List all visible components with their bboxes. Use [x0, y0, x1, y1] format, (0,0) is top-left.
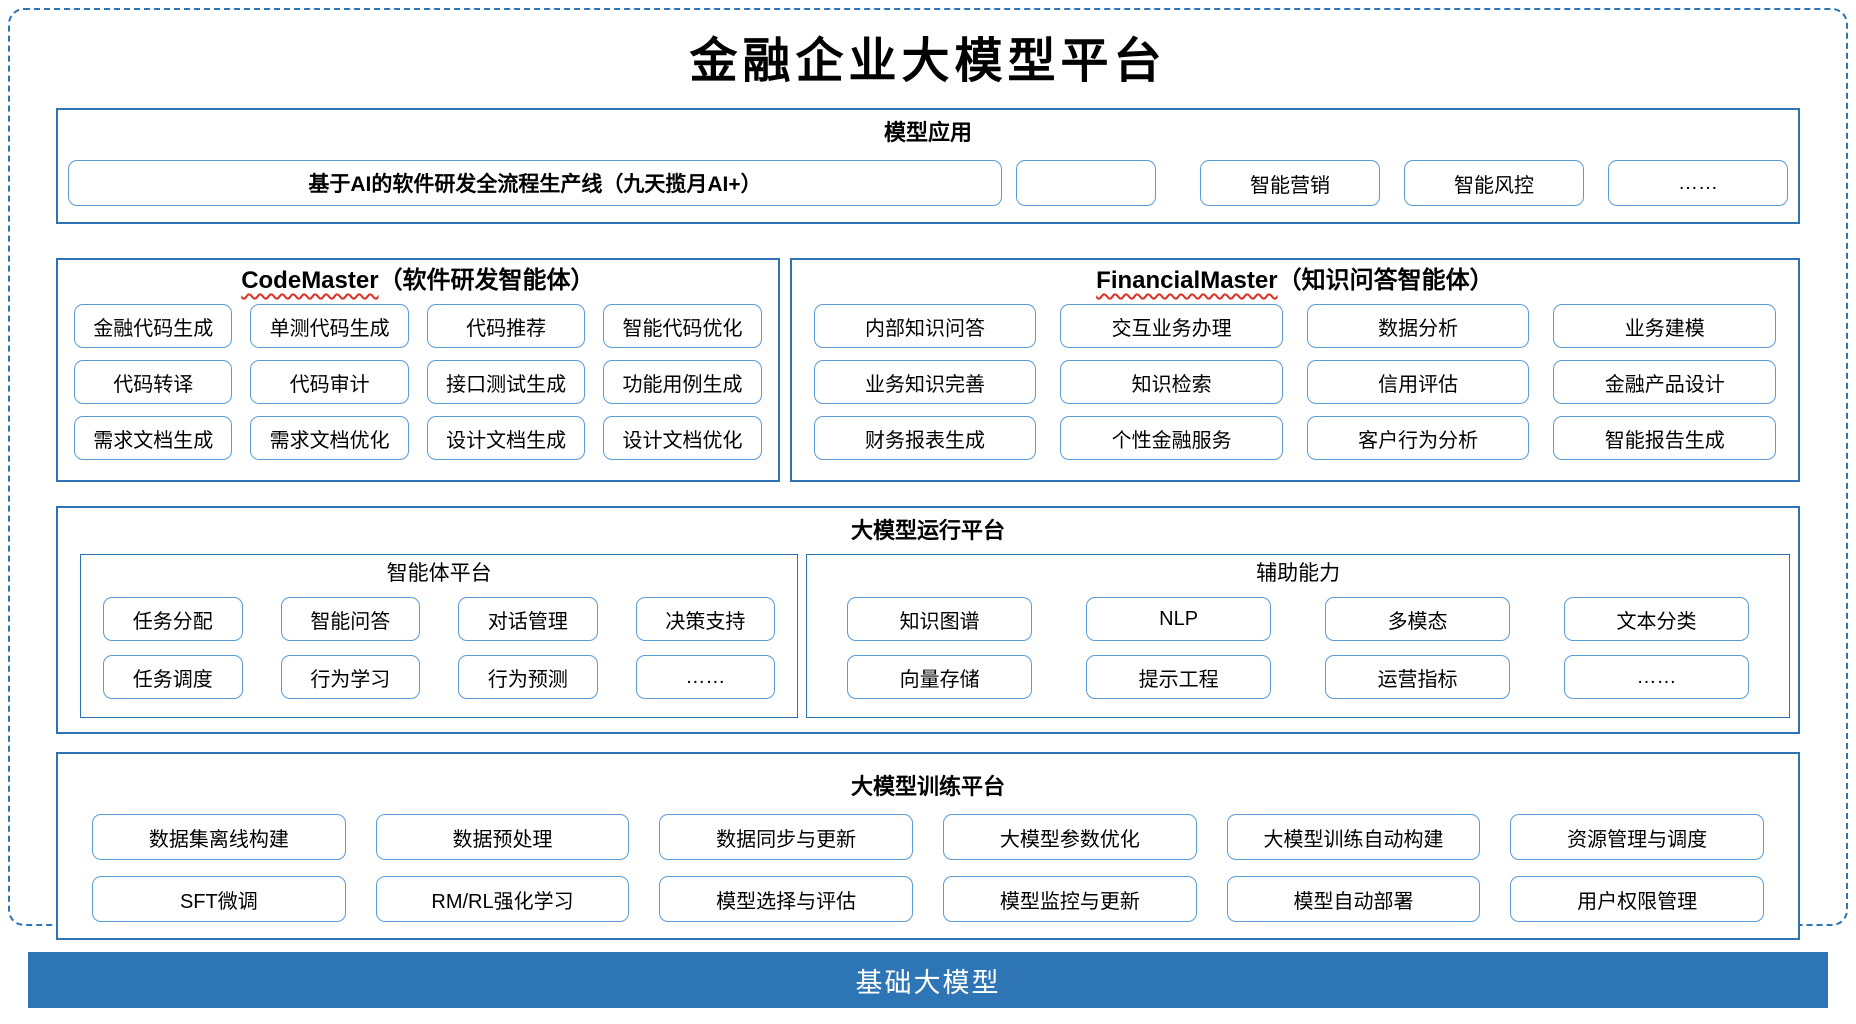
financialmaster-title-en: FinancialMaster	[1096, 267, 1278, 294]
runtime-item-box: 行为学习	[280, 655, 421, 699]
codemaster-item-box: 需求文档优化	[250, 416, 409, 460]
runtime-item-box: 文本分类	[1564, 597, 1749, 641]
financialmaster-item-box: 个性金融服务	[1060, 416, 1283, 460]
codemaster-item-box: 单测代码生成	[250, 304, 409, 348]
agent-platform-title: 智能体平台	[386, 562, 492, 585]
codemaster-title-en: CodeMaster	[241, 267, 379, 294]
training-item-box: 大模型参数优化	[943, 814, 1197, 860]
runtime-item-box: 任务分配	[103, 597, 243, 641]
training-item-box: 数据预处理	[375, 814, 630, 860]
section-runtime-platform: 大模型运行平台 智能体平台 任务分配智能问答对话管理决策支持任务调度行为学习行为…	[56, 506, 1800, 734]
financialmaster-item-box: 金融产品设计	[1553, 360, 1776, 404]
training-item-box: SFT微调	[92, 876, 346, 922]
runtime-item-box: 向量存储	[847, 655, 1033, 699]
training-item-box: 模型自动部署	[1226, 876, 1481, 922]
training-item-box: RM/RL强化学习	[375, 876, 630, 922]
financialmaster-item-box: 数据分析	[1306, 304, 1530, 348]
app-item-box: 智能风控	[1404, 160, 1584, 206]
runtime-item-box: 运营指标	[1325, 655, 1511, 699]
codemaster-item-box: 智能代码优化	[603, 304, 762, 348]
financialmaster-item-box: 业务建模	[1553, 304, 1776, 348]
training-item-box: 资源管理与调度	[1510, 814, 1764, 860]
runtime-item-box: 决策支持	[635, 597, 776, 641]
financialmaster-title: FinancialMaster（知识问答智能体）	[792, 264, 1798, 298]
agents-row: CodeMaster（软件研发智能体） 金融代码生成单测代码生成代码推荐智能代码…	[56, 258, 1800, 482]
app-item-box: ……	[1608, 160, 1788, 206]
runtime-item-box: ……	[1564, 655, 1749, 699]
training-item-box: 大模型训练自动构建	[1226, 814, 1481, 860]
training-item-box: 模型监控与更新	[943, 876, 1197, 922]
financialmaster-title-zh: （知识问答智能体）	[1277, 267, 1494, 294]
training-item-box: 模型选择与评估	[659, 876, 913, 922]
financialmaster-items: 内部知识问答交互业务办理数据分析业务建模业务知识完善知识检索信用评估金融产品设计…	[792, 304, 1798, 460]
financialmaster-item-box: 业务知识完善	[813, 360, 1037, 404]
financialmaster-item-box: 智能报告生成	[1553, 416, 1776, 460]
financialmaster-item-box: 财务报表生成	[813, 416, 1037, 460]
runtime-item-box: 行为预测	[458, 655, 598, 699]
runtime-item-box: 任务调度	[103, 655, 243, 699]
app-pipeline-box: 基于AI的软件研发全流程生产线（九天揽月AI+）	[68, 160, 1002, 206]
aux-capability-title: 辅助能力	[1256, 562, 1341, 585]
panel-agent-platform: 智能体平台 任务分配智能问答对话管理决策支持任务调度行为学习行为预测 ……	[80, 554, 799, 718]
runtime-header: 大模型运行平台	[850, 518, 1005, 543]
foundation-bar: 基础大模型	[28, 952, 1828, 1008]
financialmaster-item-box: 知识检索	[1060, 360, 1283, 404]
aux-capability-items: 知识图谱 NLP 多模态 文本分类向量存储 提示工程 运营指标 ……	[807, 597, 1789, 699]
agent-panel-codemaster: CodeMaster（软件研发智能体） 金融代码生成单测代码生成代码推荐智能代码…	[56, 258, 780, 482]
training-header: 大模型训练平台	[850, 774, 1005, 799]
codemaster-item-box: 需求文档生成	[74, 416, 233, 460]
runtime-item-box: 多模态	[1325, 597, 1511, 641]
financialmaster-item-box: 客户行为分析	[1306, 416, 1530, 460]
codemaster-item-box: 设计文档优化	[603, 416, 762, 460]
codemaster-item-box: 代码推荐	[426, 304, 586, 348]
codemaster-item-box: 设计文档生成	[426, 416, 586, 460]
runtime-item-box: 对话管理	[458, 597, 598, 641]
codemaster-items: 金融代码生成单测代码生成代码推荐智能代码优化代码转译代码审计接口测试生成功能用例…	[58, 304, 778, 460]
app-item-box: 智能营销	[1200, 160, 1380, 206]
codemaster-title-zh: （软件研发智能体）	[378, 267, 595, 294]
codemaster-item-box: 接口测试生成	[426, 360, 586, 404]
codemaster-item-box: 金融代码生成	[74, 304, 233, 348]
training-items: 数据集离线构建数据预处理数据同步与更新大模型参数优化大模型训练自动构建资源管理与…	[58, 814, 1798, 922]
model-app-items: 智能营销智能风控 ……	[1200, 160, 1788, 206]
runtime-item-box: ……	[635, 655, 776, 699]
platform-dashed-border: 金融企业大模型平台 模型应用 基于AI的软件研发全流程生产线（九天揽月AI+） …	[8, 8, 1848, 940]
financialmaster-item-box: 内部知识问答	[813, 304, 1037, 348]
foundation-label: 基础大模型	[855, 967, 1001, 998]
model-app-header: 模型应用	[883, 120, 972, 145]
model-app-row: 基于AI的软件研发全流程生产线（九天揽月AI+） 智能营销智能风控 ……	[58, 160, 1798, 206]
codemaster-item-box: 功能用例生成	[603, 360, 762, 404]
runtime-item-box: 提示工程	[1086, 655, 1272, 699]
financialmaster-item-box: 信用评估	[1306, 360, 1530, 404]
agent-panel-financialmaster: FinancialMaster（知识问答智能体） 内部知识问答交互业务办理数据分…	[789, 258, 1800, 482]
agent-platform-items: 任务分配智能问答对话管理决策支持任务调度行为学习行为预测 ……	[81, 597, 797, 699]
section-model-app: 模型应用 基于AI的软件研发全流程生产线（九天揽月AI+） 智能营销智能风控 ……	[56, 108, 1800, 224]
app-empty-box	[1016, 160, 1156, 206]
training-item-box: 数据集离线构建	[92, 814, 346, 860]
runtime-item-box: NLP	[1086, 597, 1272, 641]
financialmaster-item-box: 交互业务办理	[1060, 304, 1283, 348]
codemaster-item-box: 代码转译	[74, 360, 233, 404]
training-item-box: 用户权限管理	[1510, 876, 1764, 922]
codemaster-item-box: 代码审计	[250, 360, 409, 404]
training-item-box: 数据同步与更新	[659, 814, 913, 860]
codemaster-title: CodeMaster（软件研发智能体）	[58, 264, 778, 298]
runtime-panels: 智能体平台 任务分配智能问答对话管理决策支持任务调度行为学习行为预测 …… 辅助能…	[58, 554, 1798, 718]
page-title: 金融企业大模型平台	[689, 33, 1167, 89]
runtime-item-box: 智能问答	[280, 597, 421, 641]
panel-aux-capability: 辅助能力 知识图谱 NLP 多模态 文本分类向量存储 提示工程 运营指标 ……	[806, 554, 1790, 718]
section-training-platform: 大模型训练平台 数据集离线构建数据预处理数据同步与更新大模型参数优化大模型训练自…	[56, 752, 1800, 940]
runtime-item-box: 知识图谱	[847, 597, 1033, 641]
